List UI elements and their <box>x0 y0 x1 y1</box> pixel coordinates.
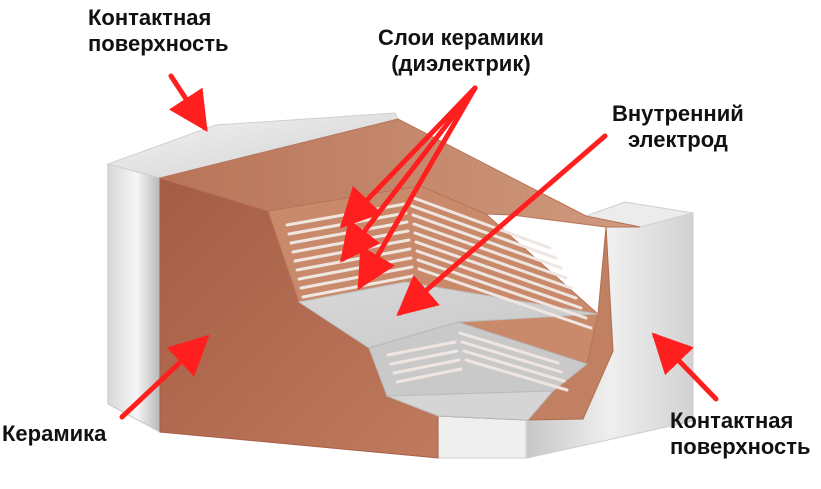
bottom-contact-surface <box>437 415 527 459</box>
electrode-layer-group-lower <box>386 331 569 392</box>
label-ceramic-line1: Керамика <box>2 421 107 446</box>
electrode-layer-lower-1 <box>386 340 457 357</box>
arrow-ceramic-layer-1 <box>339 85 478 229</box>
electrode-layer-lower-6 <box>460 340 563 374</box>
arrow-ceramic <box>119 334 210 420</box>
label-inner-electrode: Внутренний электрод <box>612 101 744 153</box>
electrode-layer-right-1 <box>409 195 552 250</box>
electrode-layer-lower-3 <box>392 358 461 375</box>
electrode-layer-right-7 <box>415 249 583 310</box>
electrode-layer-lower-2 <box>389 349 459 366</box>
electrode-layer-group-right <box>409 195 593 330</box>
label-top-contact-line2: поверхность <box>88 31 229 56</box>
electrode-layer-lower-5 <box>458 331 560 365</box>
electrode-layer-right-6 <box>414 240 578 300</box>
electrode-layer-right-9 <box>417 267 593 330</box>
arrow-top-contact <box>168 73 208 133</box>
cutaway-floor-bottom <box>386 390 555 421</box>
label-ceramic-layers: Слои керамики (диэлектрик) <box>378 25 544 77</box>
label-top-contact-surface: Контактная поверхность <box>88 5 229 57</box>
electrode-layer-right-5 <box>413 231 573 290</box>
arrow-inner-electrode <box>396 133 608 317</box>
label-bottom-contact-line1: Контактная <box>670 408 794 433</box>
label-inner-electrode-line2: электрод <box>627 127 728 152</box>
label-ceramic-layers-line2: (диэлектрик) <box>391 51 531 76</box>
label-bottom-contact-line2: поверхность <box>670 434 811 459</box>
label-ceramic-layers-line1: Слои керамики <box>378 25 544 50</box>
electrode-layer-right-2 <box>410 204 558 260</box>
label-inner-electrode-line1: Внутренний <box>612 101 744 126</box>
electrode-layer-lower-4 <box>395 367 463 384</box>
arrow-ceramic-layer-3 <box>357 85 478 291</box>
electrode-layer-lower-8 <box>464 358 569 392</box>
electrode-layer-right-3 <box>411 213 563 270</box>
label-top-contact-line1: Контактная <box>88 5 212 30</box>
label-ceramic: Керамика <box>2 421 106 447</box>
arrow-bottom-contact <box>651 332 719 402</box>
electrode-layer-right-4 <box>412 222 568 280</box>
electrode-layer-lower-7 <box>462 349 566 383</box>
callout-arrows <box>119 73 719 420</box>
electrode-layer-right-8 <box>416 258 588 320</box>
arrow-ceramic-layer-2 <box>340 85 478 263</box>
label-bottom-contact-surface: Контактная поверхность <box>670 408 811 460</box>
